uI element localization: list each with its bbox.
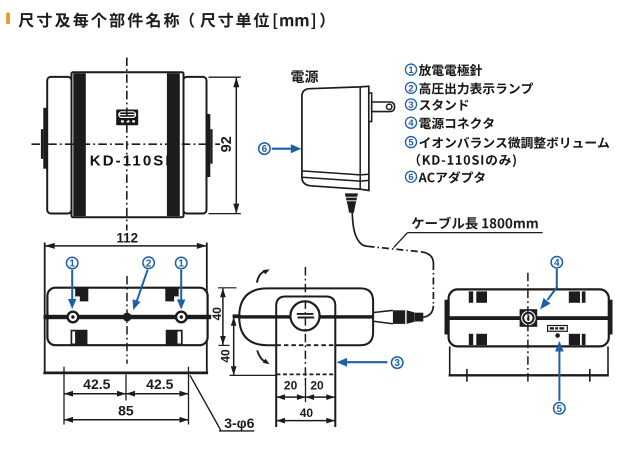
svg-text:2: 2 xyxy=(146,258,152,269)
svg-text:20: 20 xyxy=(310,378,324,392)
svg-text:40: 40 xyxy=(210,307,224,321)
svg-text:5: 5 xyxy=(557,404,563,415)
svg-text:3: 3 xyxy=(394,358,400,369)
svg-text:KD-110SI: KD-110SI xyxy=(90,152,172,169)
svg-text:3-φ6: 3-φ6 xyxy=(224,415,254,431)
svg-text:40: 40 xyxy=(300,406,314,420)
svg-text:4: 4 xyxy=(554,258,560,269)
svg-text:2: 2 xyxy=(408,82,413,93)
svg-text:85: 85 xyxy=(118,403,134,419)
svg-text:6: 6 xyxy=(408,171,413,182)
svg-text:112: 112 xyxy=(116,231,138,246)
svg-text:1: 1 xyxy=(408,64,413,75)
svg-text:1: 1 xyxy=(178,259,184,270)
svg-text:3: 3 xyxy=(408,99,413,110)
svg-text:42.5: 42.5 xyxy=(146,376,173,392)
svg-text:42.5: 42.5 xyxy=(83,376,110,392)
svg-text:1: 1 xyxy=(69,259,75,270)
svg-text:92: 92 xyxy=(219,136,235,152)
svg-text:5: 5 xyxy=(408,137,413,148)
svg-text:6: 6 xyxy=(262,144,268,155)
svg-text:20: 20 xyxy=(284,378,298,392)
svg-text:4: 4 xyxy=(408,117,414,128)
svg-text:40: 40 xyxy=(219,349,233,363)
